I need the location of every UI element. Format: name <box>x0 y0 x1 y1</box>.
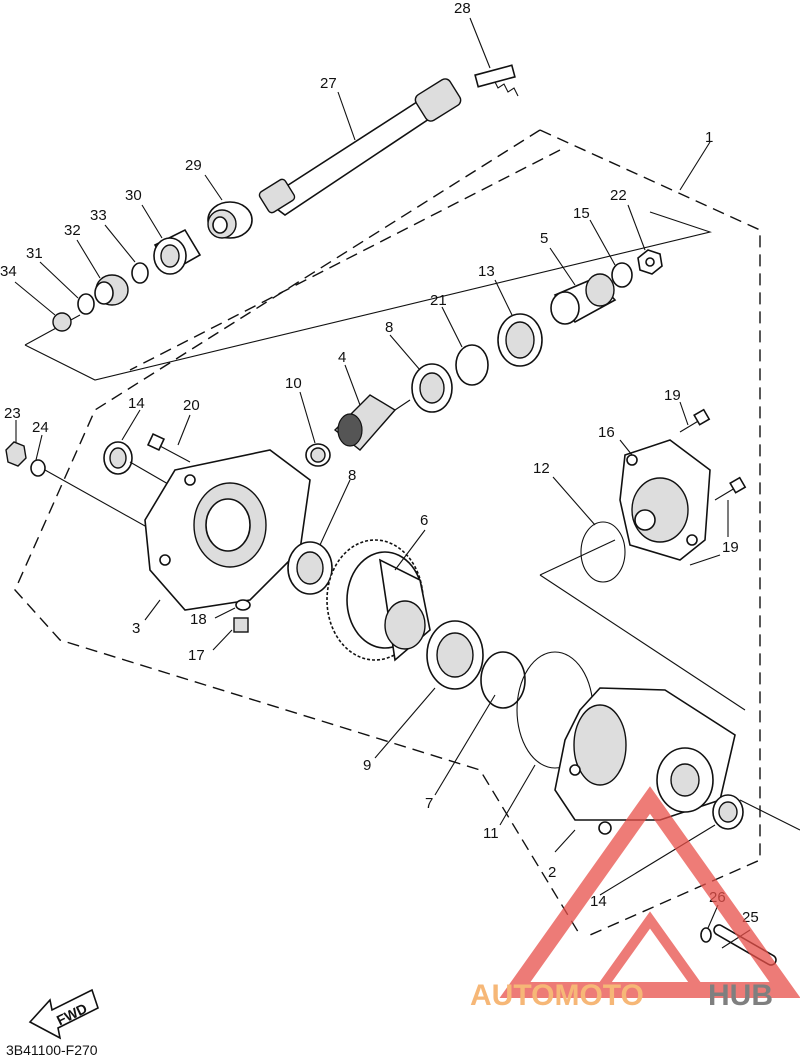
watermark-text-hub: HUB <box>708 979 773 1012</box>
label-15: 15 <box>573 205 590 222</box>
label-1: 1 <box>705 129 713 146</box>
housing-part-2 <box>554 687 736 835</box>
label-10: 10 <box>285 375 302 392</box>
clip-part-26 <box>700 927 712 943</box>
label-6: 6 <box>420 512 428 529</box>
bearing-part-9 <box>426 620 484 690</box>
label-24: 24 <box>32 419 49 436</box>
subgroup-outlines <box>24 211 746 711</box>
fwd-label: FWD <box>54 1000 90 1028</box>
label-33: 33 <box>90 207 107 224</box>
label-20: 20 <box>183 397 200 414</box>
label-21: 21 <box>430 292 447 309</box>
bolt-part-19-lower <box>714 476 747 501</box>
fwd-arrow: FWD <box>28 988 99 1040</box>
label-29: 29 <box>185 157 202 174</box>
housing-assembly <box>554 687 800 966</box>
label-12: 12 <box>533 460 550 477</box>
bolt-part-19-upper <box>679 408 711 433</box>
cover-part-16 <box>619 439 711 561</box>
bearing-part-8-upper <box>411 363 453 413</box>
assembly-boundary <box>14 129 761 936</box>
bearing-part-8-lower <box>287 541 333 595</box>
leader-lines <box>14 17 751 949</box>
bolt-part-17 <box>233 617 249 633</box>
cover-assembly <box>580 408 747 583</box>
label-31: 31 <box>26 245 43 262</box>
label-3: 3 <box>132 620 140 637</box>
label-22: 22 <box>610 187 627 204</box>
label-4: 4 <box>338 349 346 366</box>
label-17: 17 <box>188 647 205 664</box>
oil-seal-part-14-upper <box>103 441 133 475</box>
bearing-part-10 <box>305 443 331 467</box>
label-2: 2 <box>548 864 556 881</box>
label-7: 7 <box>425 795 433 812</box>
circlip-part-33 <box>131 262 149 284</box>
circlip-part-21 <box>455 344 489 386</box>
label-18: 18 <box>190 611 207 628</box>
left-case-assembly <box>5 432 333 633</box>
label-28: 28 <box>454 0 471 17</box>
drive-shaft-assembly <box>52 64 519 332</box>
housing-part-30 <box>153 228 202 275</box>
reference-code: 3B41100-F270 <box>6 1042 98 1058</box>
washer-part-24 <box>30 459 46 477</box>
label-11: 11 <box>483 825 499 842</box>
watermark-logo: AUTOMOTO HUB <box>470 786 800 1012</box>
o-ring-part-12 <box>580 521 626 583</box>
label-34: 34 <box>0 263 17 280</box>
pinion-assembly <box>305 249 663 467</box>
label-8-lower: 8 <box>348 467 356 484</box>
label-16: 16 <box>598 424 615 441</box>
nut-part-22 <box>637 249 663 275</box>
washer-part-15 <box>611 262 633 288</box>
label-13: 13 <box>478 263 495 280</box>
bearing-part-29 <box>207 201 253 239</box>
needle-bearing-part-32 <box>94 274 129 306</box>
part-labels: 1 2 3 4 5 6 7 8 8 9 10 11 12 13 14 14 15… <box>0 0 759 926</box>
label-30: 30 <box>125 187 142 204</box>
label-14-lower: 14 <box>590 893 607 910</box>
label-19-upper: 19 <box>664 387 681 404</box>
drive-shaft-part <box>258 78 462 216</box>
case-part-3 <box>144 449 311 611</box>
label-23: 23 <box>4 405 21 422</box>
circlip-part-31 <box>77 293 95 315</box>
label-5: 5 <box>540 230 548 247</box>
watermark-text-automoto: AUTOMOTO <box>470 979 644 1012</box>
ring-gear-part-6 <box>326 539 431 662</box>
label-19-lower: 19 <box>722 539 739 556</box>
label-9: 9 <box>363 757 371 774</box>
bolt-part-20 <box>146 432 191 463</box>
label-32: 32 <box>64 222 81 239</box>
coupling-part-5 <box>550 273 617 325</box>
spring-part <box>474 64 519 97</box>
label-14-upper: 14 <box>128 395 145 412</box>
shim-part-7 <box>480 651 526 709</box>
oil-seal-part-14-lower <box>712 794 744 830</box>
ring-gear-assembly <box>326 539 594 769</box>
washer-part-18 <box>235 599 251 611</box>
nut-part-23 <box>5 441 27 467</box>
label-27: 27 <box>320 75 337 92</box>
pinion-gear-part-4 <box>333 394 411 451</box>
label-8-upper: 8 <box>385 319 393 336</box>
plug-part-34 <box>52 312 72 332</box>
oil-seal-part-13 <box>497 313 543 367</box>
